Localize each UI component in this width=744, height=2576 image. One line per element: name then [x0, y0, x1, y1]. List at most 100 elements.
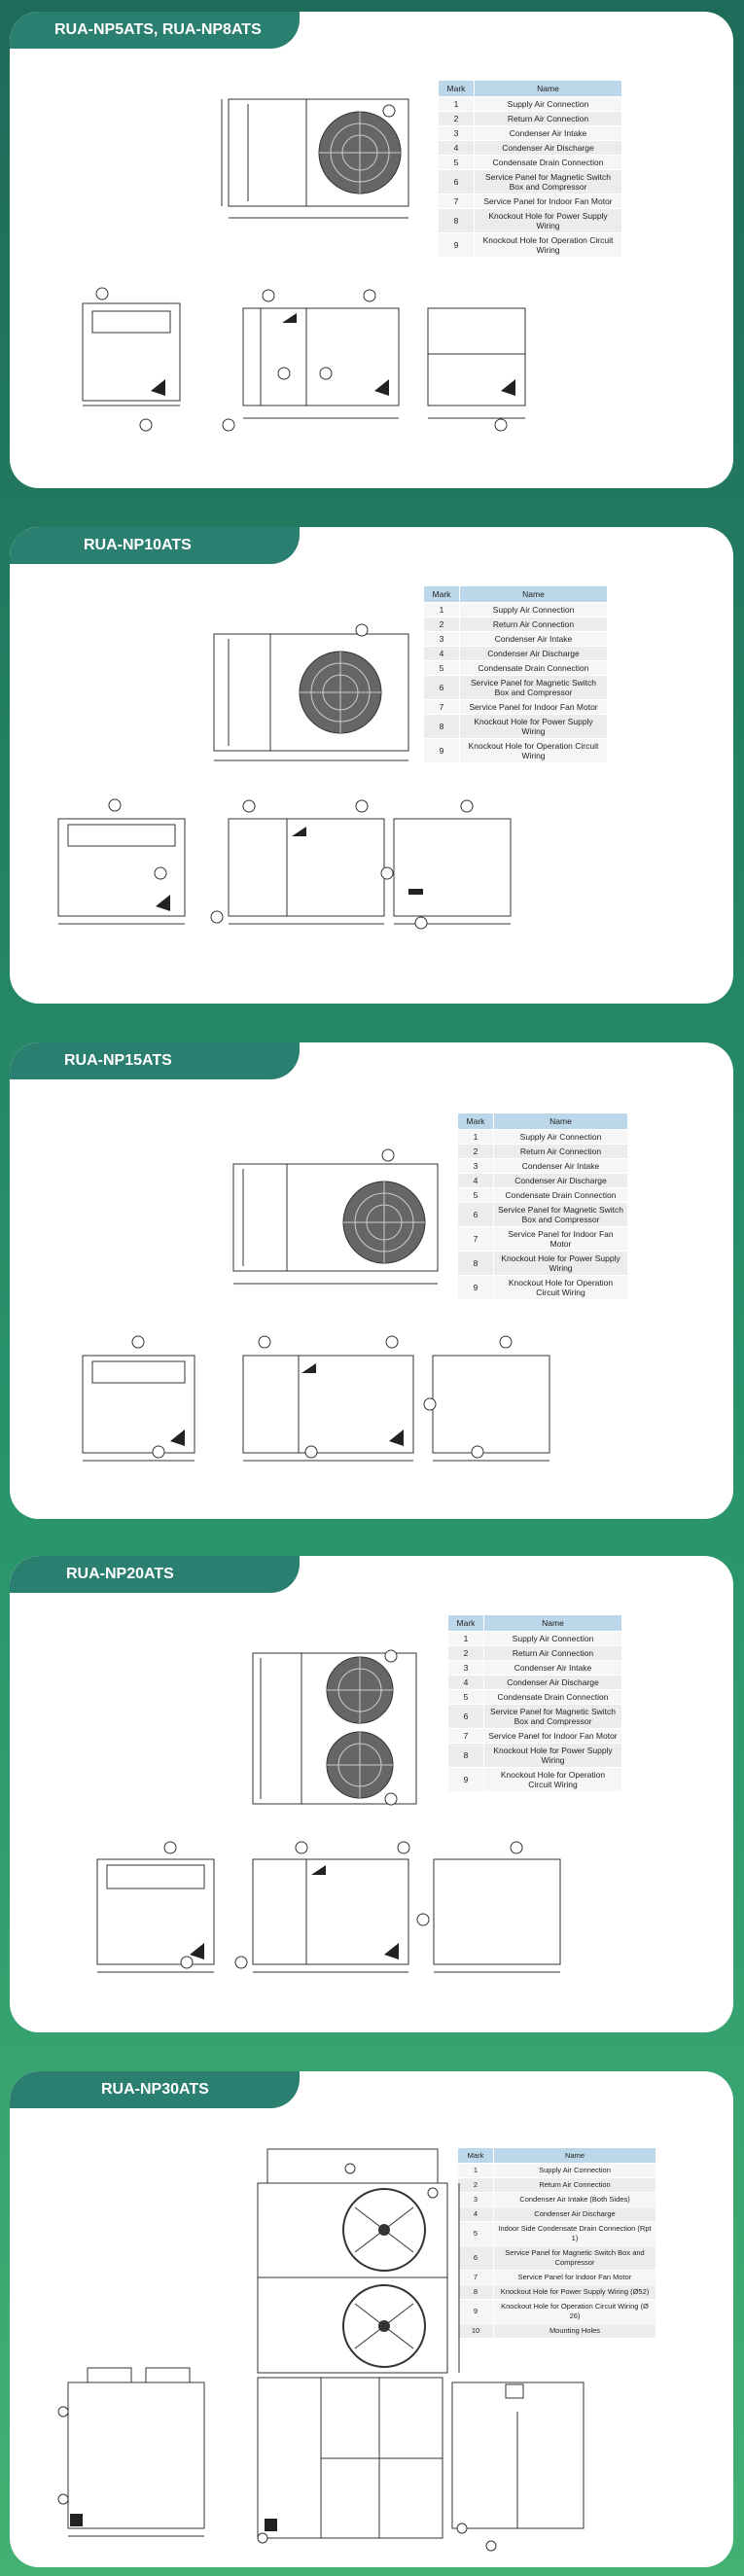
legend-mark: 5	[458, 2222, 493, 2245]
legend-name: Knockout Hole for Operation Circuit Wiri…	[460, 739, 607, 762]
legend-mark: 10	[458, 2324, 493, 2338]
section-title-tag: RUA-NP5ATS, RUA-NP8ATS	[10, 12, 300, 49]
legend-mark-header: Mark	[458, 1113, 493, 1129]
legend-mark: 9	[448, 1768, 483, 1791]
legend-mark: 1	[424, 603, 459, 617]
legend-mark: 9	[439, 233, 474, 257]
legend-mark: 4	[458, 2207, 493, 2221]
legend-mark: 6	[439, 170, 474, 194]
legend-name: Condenser Air Intake	[475, 126, 621, 140]
dimension-drawings	[10, 2071, 733, 2567]
legend-mark: 6	[458, 2246, 493, 2270]
legend-mark: 2	[448, 1646, 483, 1660]
legend-name: Supply Air Connection	[494, 2164, 655, 2177]
legend-mark: 4	[458, 1174, 493, 1187]
legend-mark: 8	[439, 209, 474, 232]
unit-front-view	[68, 2382, 204, 2528]
legend-name: Condensate Drain Connection	[475, 156, 621, 169]
legend-name: Condenser Air Discharge	[494, 2207, 655, 2221]
unit-rear-view	[394, 819, 511, 916]
legend-mark: 8	[424, 715, 459, 738]
legend-name: Knockout Hole for Power Supply Wiring	[494, 1252, 627, 1275]
legend-name: Condenser Air Discharge	[484, 1676, 621, 1689]
legend-name: Condensate Drain Connection	[460, 661, 607, 675]
legend-mark: 2	[458, 2178, 493, 2192]
legend-mark: 5	[448, 1690, 483, 1704]
legend-name: Return Air Connection	[494, 2178, 655, 2192]
legend-name: Return Air Connection	[475, 112, 621, 125]
legend-name: Service Panel for Magnetic Switch Box an…	[475, 170, 621, 194]
unit-rear-view	[434, 1859, 560, 1964]
legend-mark: 5	[458, 1188, 493, 1202]
section-title-tag: RUA-NP30ATS	[10, 2071, 300, 2108]
legend-mark: 9	[458, 1276, 493, 1299]
unit-front-view	[83, 303, 180, 401]
legend-name-header: Name	[484, 1615, 621, 1631]
legend-mark: 1	[458, 1130, 493, 1144]
unit-top-view	[233, 1164, 438, 1271]
legend-mark: 5	[424, 661, 459, 675]
legend-name: Condenser Air Discharge	[475, 141, 621, 155]
legend-mark: 9	[458, 2300, 493, 2323]
legend-name: Service Panel for Indoor Fan Motor	[460, 700, 607, 714]
dimension-drawings	[10, 527, 733, 1004]
unit-rear-view	[433, 1356, 549, 1453]
legend-mark: 5	[439, 156, 474, 169]
legend-name: Condenser Air Discharge	[460, 647, 607, 660]
fan-grille-icon	[343, 2285, 425, 2367]
legend-name: Service Panel for Indoor Fan Motor	[475, 194, 621, 208]
legend-mark: 7	[458, 2271, 493, 2284]
legend-mark: 1	[458, 2164, 493, 2177]
fan-grille-icon	[319, 112, 401, 194]
legend-mark: 1	[439, 97, 474, 111]
section-title: RUA-NP5ATS, RUA-NP8ATS	[54, 21, 262, 38]
legend-mark: 7	[424, 700, 459, 714]
legend-name: Supply Air Connection	[494, 1130, 627, 1144]
section-title: RUA-NP20ATS	[66, 1566, 174, 1582]
legend-name: Knockout Hole for Operation Circuit Wiri…	[494, 1276, 627, 1299]
legend-mark: 2	[424, 618, 459, 631]
unit-front-view	[83, 1356, 195, 1453]
legend-mark: 7	[439, 194, 474, 208]
legend-name: Service Panel for Indoor Fan Motor	[494, 2271, 655, 2284]
unit-side-view	[253, 1859, 408, 1964]
legend-name: Supply Air Connection	[460, 603, 607, 617]
fan-grille-icon	[300, 652, 381, 733]
legend-name: Service Panel for Magnetic Switch Box an…	[460, 676, 607, 699]
unit-side-view	[243, 308, 399, 406]
legend-mark: 4	[439, 141, 474, 155]
legend-name: Return Air Connection	[484, 1646, 621, 1660]
legend-name: Service Panel for Magnetic Switch Box an…	[484, 1705, 621, 1728]
section-title: RUA-NP15ATS	[64, 1052, 172, 1069]
legend-name: Service Panel for Magnetic Switch Box an…	[494, 2246, 655, 2270]
legend-name: Knockout Hole for Power Supply Wiring (Ø…	[494, 2285, 655, 2299]
legend-mark: 2	[439, 112, 474, 125]
legend-name: Indoor Side Condensate Drain Connection …	[494, 2222, 655, 2245]
legend-name: Condenser Air Intake	[484, 1661, 621, 1675]
legend-mark: 6	[424, 676, 459, 699]
legend-name: Knockout Hole for Power Supply Wiring	[484, 1744, 621, 1767]
section-title-tag: RUA-NP20ATS	[10, 1556, 300, 1593]
legend-mark: 8	[458, 2285, 493, 2299]
legend-mark-header: Mark	[458, 2148, 493, 2163]
legend-mark: 3	[424, 632, 459, 646]
legend-name: Condenser Air Intake	[494, 1159, 627, 1173]
legend-name-header: Name	[494, 1113, 627, 1129]
legend-name: Condenser Air Intake (Both Sides)	[494, 2193, 655, 2206]
legend-name: Supply Air Connection	[475, 97, 621, 111]
legend-mark: 2	[458, 1145, 493, 1158]
legend-mark: 3	[439, 126, 474, 140]
section-title-tag: RUA-NP10ATS	[10, 527, 300, 564]
legend-mark: 4	[448, 1676, 483, 1689]
legend-mark: 8	[458, 1252, 493, 1275]
unit-front-view	[97, 1859, 214, 1964]
legend-name-header: Name	[494, 2148, 655, 2163]
legend-name: Mounting Holes	[494, 2324, 655, 2338]
